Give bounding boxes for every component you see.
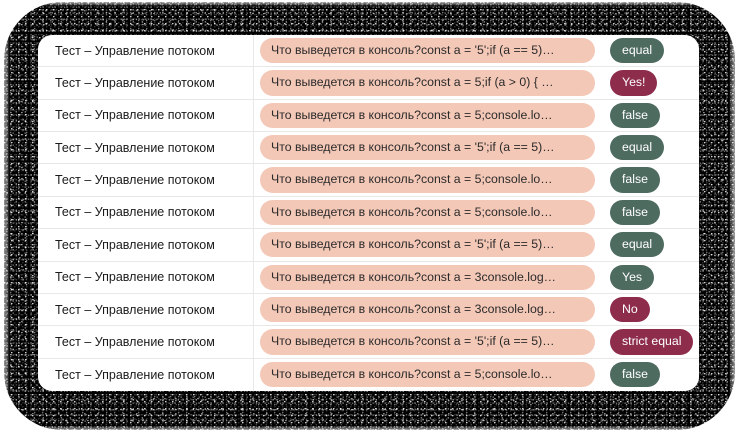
answer-badge[interactable]: false xyxy=(610,102,660,129)
answer-cell: No xyxy=(603,296,699,323)
question-pill[interactable]: Что выведется в консоль?const a = 3conso… xyxy=(260,296,595,323)
column-divider xyxy=(253,164,254,196)
answer-badge[interactable]: Yes xyxy=(610,264,655,290)
answer-cell: false xyxy=(603,102,699,129)
column-divider xyxy=(253,35,254,67)
table-row[interactable]: Тест – Управление потоком Что выведется в… xyxy=(38,164,699,197)
answer-cell: Yes! xyxy=(603,70,699,96)
question-pill[interactable]: Что выведется в консоль?const a = 5;cons… xyxy=(260,102,595,129)
table-row[interactable]: Тест – Управление потоком Что выведется в… xyxy=(38,196,699,230)
answer-badge[interactable]: false xyxy=(610,199,660,226)
table-row[interactable]: Тест – Управление потоком Что выведется в… xyxy=(38,67,699,100)
question-pill[interactable]: Что выведется в консоль?const a = 5;if (… xyxy=(260,70,595,96)
answer-badge[interactable]: equal xyxy=(610,38,665,64)
question-pill[interactable]: Что выведется в консоль?const a = 3conso… xyxy=(260,264,595,290)
answer-cell: Yes xyxy=(603,264,699,290)
question-cell: Что выведется в консоль?const a = 3conso… xyxy=(253,264,603,290)
answer-badge[interactable]: Yes! xyxy=(610,70,658,96)
question-cell: Что выведется в консоль?const a = '5';if… xyxy=(253,38,603,64)
table-row[interactable]: Тест – Управление потоком Что выведется в… xyxy=(38,261,699,294)
column-divider xyxy=(253,99,254,132)
question-pill[interactable]: Что выведется в консоль?const a = '5';if… xyxy=(260,135,595,161)
question-cell: Что выведется в консоль?const a = 5;cons… xyxy=(253,199,603,226)
test-name-cell: Тест – Управление потоком xyxy=(55,237,215,252)
column-divider xyxy=(253,196,254,229)
test-name-cell: Тест – Управление потоком xyxy=(55,270,215,285)
test-name-cell: Тест – Управление потоком xyxy=(55,334,215,349)
table-row[interactable]: Тест – Управление потоком Что выведется в… xyxy=(38,35,699,68)
answer-badge[interactable]: strict equal xyxy=(610,329,694,355)
answer-cell: strict equal xyxy=(603,329,699,355)
question-pill[interactable]: Что выведется в консоль?const a = 5;cons… xyxy=(260,167,595,193)
question-cell: Что выведется в консоль?const a = 5;cons… xyxy=(253,167,603,193)
answer-badge[interactable]: equal xyxy=(610,232,665,258)
answer-cell: equal xyxy=(603,135,699,161)
answer-badge[interactable]: No xyxy=(610,296,650,323)
answer-badge[interactable]: false xyxy=(610,167,660,193)
question-cell: Что выведется в консоль?const a = '5';if… xyxy=(253,135,603,161)
question-pill[interactable]: Что выведется в консоль?const a = '5';if… xyxy=(260,329,595,355)
test-name-cell: Тест – Управление потоком xyxy=(55,140,215,155)
answer-cell: false xyxy=(603,167,699,193)
answer-cell: false xyxy=(603,199,699,226)
column-divider xyxy=(253,132,254,164)
answer-badge[interactable]: equal xyxy=(610,135,665,161)
answer-cell: equal xyxy=(603,232,699,258)
question-cell: Что выведется в консоль?const a = 3conso… xyxy=(253,296,603,323)
question-pill[interactable]: Что выведется в консоль?const a = '5';if… xyxy=(260,38,595,64)
question-pill[interactable]: Что выведется в консоль?const a = 5;cons… xyxy=(260,199,595,226)
table-row[interactable]: Тест – Управление потоком Что выведется в… xyxy=(38,326,699,359)
question-cell: Что выведется в консоль?const a = '5';if… xyxy=(253,329,603,355)
answer-cell: equal xyxy=(603,38,699,64)
table-row[interactable]: Тест – Управление потоком Что выведется в… xyxy=(38,358,699,391)
test-name-cell: Тест – Управление потоком xyxy=(55,173,215,188)
test-name-cell: Тест – Управление потоком xyxy=(55,302,215,317)
question-cell: Что выведется в консоль?const a = 5;cons… xyxy=(253,362,603,388)
question-cell: Что выведется в консоль?const a = 5;cons… xyxy=(253,102,603,129)
table-row[interactable]: Тест – Управление потоком Что выведется в… xyxy=(38,99,699,133)
column-divider xyxy=(253,326,254,358)
test-name-cell: Тест – Управление потоком xyxy=(55,76,215,91)
column-divider xyxy=(253,229,254,261)
table-row[interactable]: Тест – Управление потоком Что выведется в… xyxy=(38,132,699,165)
answer-badge[interactable]: false xyxy=(610,362,660,388)
column-divider xyxy=(253,67,254,99)
test-name-cell: Тест – Управление потоком xyxy=(55,205,215,220)
column-divider xyxy=(253,261,254,293)
column-divider xyxy=(253,358,254,391)
question-cell: Что выведется в консоль?const a = '5';if… xyxy=(253,232,603,258)
answer-cell: false xyxy=(603,362,699,388)
test-name-cell: Тест – Управление потоком xyxy=(55,367,215,382)
test-name-cell: Тест – Управление потоком xyxy=(55,43,215,58)
question-pill[interactable]: Что выведется в консоль?const a = '5';if… xyxy=(260,232,595,258)
column-divider xyxy=(253,293,254,326)
table-row[interactable]: Тест – Управление потоком Что выведется в… xyxy=(38,293,699,327)
test-name-cell: Тест – Управление потоком xyxy=(55,108,215,123)
question-cell: Что выведется в консоль?const a = 5;if (… xyxy=(253,70,603,96)
question-pill[interactable]: Что выведется в консоль?const a = 5;cons… xyxy=(260,362,595,388)
table-row[interactable]: Тест – Управление потоком Что выведется в… xyxy=(38,229,699,262)
